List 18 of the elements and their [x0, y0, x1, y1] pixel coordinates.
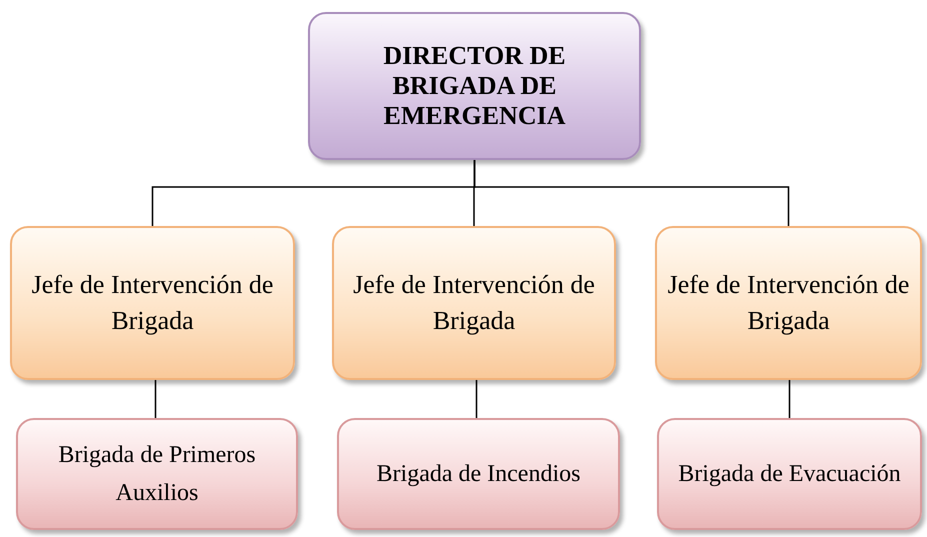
connector-line	[474, 160, 790, 226]
brigade-box	[16, 418, 298, 530]
director-box	[308, 12, 641, 160]
brigade-box	[337, 418, 620, 530]
node-label: Jefe de Intervención de Brigada	[352, 269, 596, 337]
node-label: Jefe de Intervención de Brigada	[666, 269, 910, 337]
node-label: Jefe de Intervención de Brigada	[30, 269, 274, 337]
connector-line	[154, 380, 156, 418]
chief-box	[655, 226, 922, 380]
node-label: Brigada de Evacuación	[677, 460, 902, 489]
node-label: Brigada de Incendios	[376, 460, 582, 489]
connector-line	[476, 380, 478, 418]
brigade-box	[657, 418, 922, 530]
node-label: DIRECTOR DE BRIGADA DE EMERGENCIA	[382, 40, 567, 132]
chief-box	[10, 226, 295, 380]
connector-line	[788, 380, 790, 418]
chief-box	[332, 226, 616, 380]
node-label: Brigada de Primeros Auxilios	[57, 441, 257, 508]
